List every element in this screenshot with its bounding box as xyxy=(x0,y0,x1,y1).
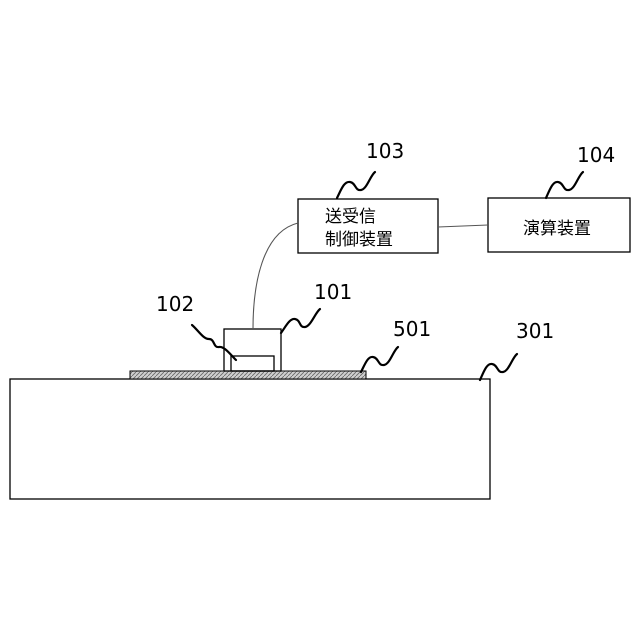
controller-to-processor-wire xyxy=(438,225,488,227)
leader-101 xyxy=(281,309,320,333)
leader-501 xyxy=(361,347,398,372)
ref-104: 104 xyxy=(577,143,615,167)
leader-102 xyxy=(192,325,236,360)
processor-label: 演算装置 xyxy=(523,219,591,239)
film-layer xyxy=(130,371,366,379)
element-box xyxy=(231,356,274,371)
sensor-box xyxy=(224,329,281,371)
sensor-to-controller-wire xyxy=(253,223,298,329)
ref-301: 301 xyxy=(516,319,554,343)
leader-104 xyxy=(546,172,583,198)
controller-label-line2: 制御装置 xyxy=(325,230,393,250)
controller-label-line1: 送受信 xyxy=(325,207,376,227)
leader-103 xyxy=(337,172,375,198)
leader-301 xyxy=(480,354,517,380)
ref-102: 102 xyxy=(156,292,194,316)
ref-101: 101 xyxy=(314,280,352,304)
ref-501: 501 xyxy=(393,317,431,341)
base-block xyxy=(10,379,490,499)
ref-103: 103 xyxy=(366,139,404,163)
